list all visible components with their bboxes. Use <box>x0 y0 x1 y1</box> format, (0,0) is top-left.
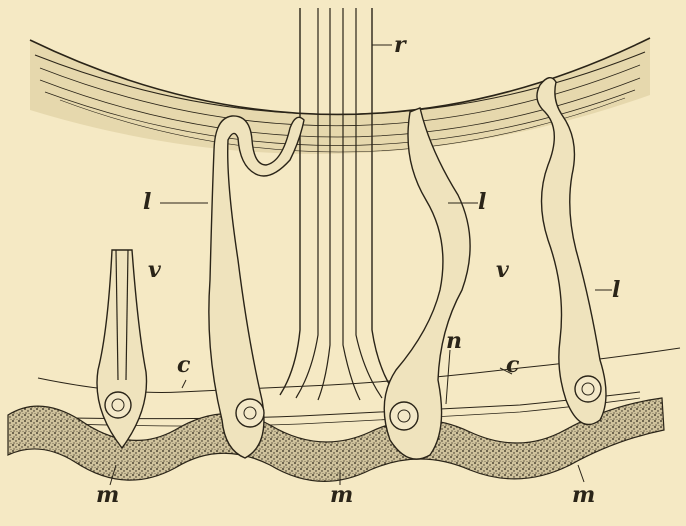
label-c-right: c <box>506 352 520 378</box>
label-c-left: c <box>177 352 191 378</box>
label-v-right: v <box>496 257 509 283</box>
sensory-cell-1 <box>97 250 147 448</box>
central-nerve-bundle <box>280 8 396 400</box>
label-m-left: m <box>96 482 119 508</box>
label-m-right: m <box>572 482 595 508</box>
sensory-cell-3 <box>384 108 470 459</box>
label-v-left: v <box>148 257 161 283</box>
label-l-left: l <box>143 189 151 215</box>
label-l-right: l <box>612 277 620 303</box>
label-l-center: l <box>478 189 486 215</box>
sensory-cell-4 <box>537 78 606 425</box>
label-m-center: m <box>330 482 353 508</box>
label-n: n <box>446 328 462 354</box>
label-r: r <box>394 32 407 58</box>
sensory-cell-2 <box>209 116 304 458</box>
